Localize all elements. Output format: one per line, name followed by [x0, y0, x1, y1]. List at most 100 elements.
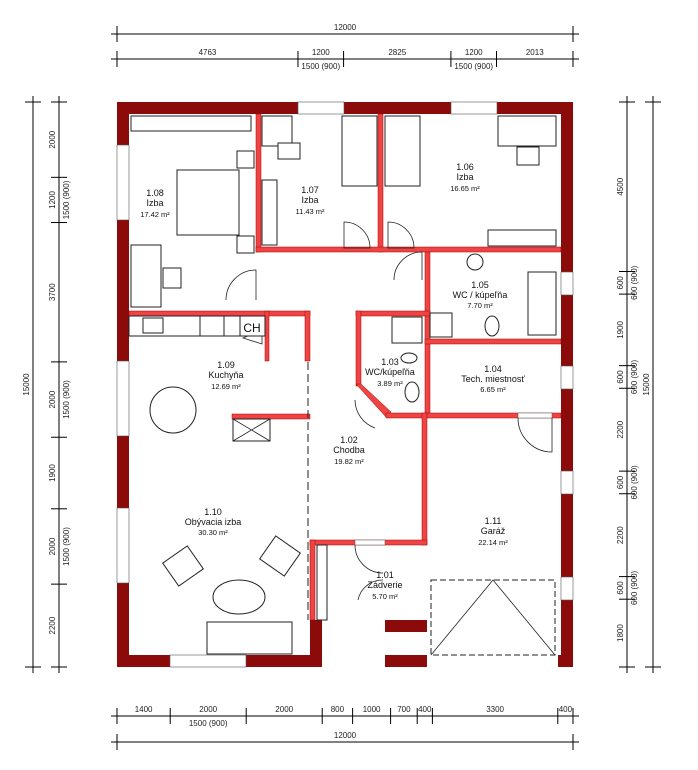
garage-gate-opening — [427, 655, 558, 667]
dimension-label: 1800 — [616, 624, 625, 642]
dimension-label: 2000 — [48, 390, 57, 408]
room-1-09: 1.09 Kuchyňa 12.69 m² — [208, 360, 243, 391]
cooktop — [199, 315, 225, 337]
dimension-total-label: 12000 — [334, 23, 357, 32]
wall — [355, 383, 392, 418]
dimension-label: 600 — [616, 276, 625, 290]
window — [560, 576, 574, 601]
window — [450, 101, 498, 115]
room-number: 1.10 — [204, 507, 222, 517]
room-name: Zádverie — [367, 580, 402, 590]
room-area: 16.65 m² — [450, 184, 480, 193]
room-number: 1.09 — [217, 360, 235, 370]
dimension-sub-label: 1500 (900) — [62, 180, 71, 219]
dimension-label: 4500 — [616, 177, 625, 195]
doors — [225, 221, 553, 601]
room-name: WC/kúpeľňa — [365, 367, 415, 377]
room-1-08: 1.08 Izba 17.42 m² — [140, 188, 170, 219]
room-area: 5.70 m² — [372, 592, 398, 601]
desk — [261, 115, 293, 147]
bathtub — [527, 271, 557, 336]
room-area: 12.69 m² — [211, 382, 241, 391]
room-area: 11.43 m² — [295, 207, 325, 216]
dimension-label: 1900 — [48, 464, 57, 482]
wardrobe — [316, 544, 328, 621]
outer-wall-top — [117, 102, 573, 114]
dimension-label: 800 — [331, 705, 345, 714]
dimension-sub-label: 600 (900) — [630, 360, 639, 395]
wall — [309, 539, 316, 621]
wall — [355, 310, 362, 387]
dimension-sub-label: 600 (900) — [630, 265, 639, 300]
room-name: Izba — [301, 195, 318, 205]
garage-roof-line — [430, 579, 556, 656]
room-1-01: 1.01 Zádverie 5.70 m² — [367, 570, 402, 601]
wall — [424, 251, 431, 416]
wall — [421, 412, 428, 546]
dimension-label: 3300 — [486, 705, 504, 714]
dimension-label: 1000 — [363, 705, 381, 714]
bed — [341, 115, 378, 187]
room-name: WC / kúpeľňa — [453, 290, 508, 300]
dining-table — [149, 386, 197, 434]
window — [116, 507, 130, 584]
dimension-label: 2013 — [526, 48, 544, 57]
room-number: 1.03 — [381, 357, 399, 367]
coffee-table — [212, 579, 266, 615]
dimension-label: 1400 — [135, 705, 153, 714]
dimension-label: 1200 — [312, 48, 330, 57]
wall — [304, 310, 311, 362]
room-area: 30.30 m² — [198, 528, 228, 537]
room-area: 6.65 m² — [480, 385, 506, 394]
sink — [142, 317, 164, 334]
dimension-label: 600 — [616, 370, 625, 384]
room-labels: 1.08 Izba 17.42 m² 1.07 Izba 11.43 m² 1.… — [140, 162, 525, 601]
shower — [391, 316, 423, 344]
room-number: 1.11 — [485, 516, 502, 526]
room-name: Izba — [456, 172, 473, 182]
dimension-label: 1200 — [465, 48, 483, 57]
dimension-label: 600 — [616, 475, 625, 489]
window — [116, 144, 130, 221]
room-1-05: 1.05 WC / kúpeľňa 7.70 m² — [453, 280, 508, 310]
door-swing — [225, 269, 257, 301]
door-swing — [517, 417, 553, 453]
room-number: 1.02 — [340, 435, 358, 445]
room-number: 1.04 — [484, 364, 502, 374]
door-swing — [357, 579, 384, 601]
dimension-label: 2200 — [616, 420, 625, 438]
sofa — [206, 621, 293, 655]
window — [169, 654, 247, 668]
dimension-total-label: 15000 — [22, 373, 31, 396]
door-swing — [354, 399, 376, 429]
room-1-07: 1.07 Izba 11.43 m² — [295, 185, 325, 216]
armchair — [258, 535, 302, 577]
dimension-sub-label: 1500 (900) — [62, 380, 71, 419]
outer-wall-entry-left — [310, 620, 322, 667]
wardrobe — [130, 115, 252, 132]
wall — [377, 113, 384, 253]
wall — [255, 113, 262, 253]
room-1-10: 1.10 Obývacia izba 30.30 m² — [185, 507, 242, 537]
room-name: Kuchyňa — [208, 370, 243, 380]
room-1-02: 1.02 Chodba 19.82 m² — [333, 435, 365, 466]
window — [560, 271, 574, 296]
chair — [516, 146, 540, 166]
door-opening — [517, 412, 553, 419]
wardrobe — [261, 179, 278, 246]
wall — [355, 310, 431, 317]
door-swing — [387, 221, 415, 249]
dimension-sub-label: 1500 (900) — [301, 62, 340, 71]
dimension-label: 2000 — [48, 130, 57, 148]
door-swing — [343, 221, 371, 249]
dimension-label: 400 — [418, 705, 432, 714]
room-number: 1.08 — [146, 188, 164, 198]
outer-wall-entry-right — [385, 620, 427, 632]
dimension-sub-label: 1500 (900) — [189, 719, 228, 728]
nightstand — [236, 150, 255, 169]
door-swing — [393, 251, 423, 281]
room-area: 22.14 m² — [478, 538, 508, 547]
room-number: 1.01 — [376, 570, 394, 580]
window — [560, 470, 574, 495]
